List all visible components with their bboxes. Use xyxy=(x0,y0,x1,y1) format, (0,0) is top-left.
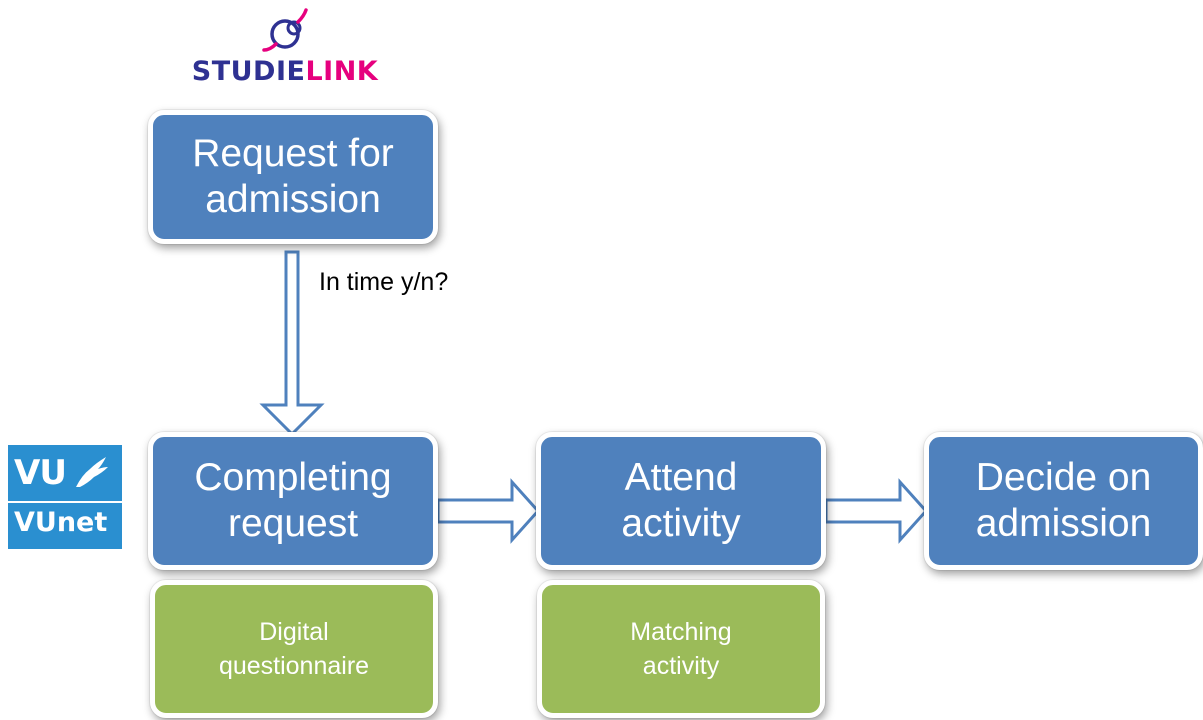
down-arrow xyxy=(259,250,325,437)
request-box-line1: Request for xyxy=(192,132,394,175)
vu-logo-bottom-text: VUnet xyxy=(14,507,108,538)
decide-box-line1: Decide on xyxy=(975,456,1152,499)
completing-box-line2: request xyxy=(227,502,359,545)
decide-box-line2: admission xyxy=(975,502,1152,545)
vu-logo-divider xyxy=(8,501,122,503)
studielink-logo: STUDIELINK xyxy=(190,6,380,92)
matching-activity-box: Matching activity xyxy=(537,580,825,718)
matching-box-line2: activity xyxy=(642,652,720,680)
studielink-wordmark-part1: STUDIE xyxy=(191,56,306,87)
attend-activity-box: Attend activity xyxy=(536,432,826,570)
questionnaire-box-line2: questionnaire xyxy=(218,652,370,680)
request-for-admission-box: Request for admission xyxy=(148,110,438,244)
completing-box-line1: Completing xyxy=(194,456,392,499)
studielink-wordmark-part2: LINK xyxy=(305,56,379,87)
studielink-swirl-icon xyxy=(262,8,308,52)
decide-on-admission-box: Decide on admission xyxy=(924,432,1203,570)
vu-logo-top-text: VU xyxy=(14,453,67,493)
griffin-icon xyxy=(76,457,108,487)
vu-logo: VU VUnet xyxy=(8,445,122,549)
digital-questionnaire-box: Digital questionnaire xyxy=(150,580,438,718)
right-arrow-2 xyxy=(824,478,929,544)
questionnaire-box-line1: Digital xyxy=(259,618,329,646)
attend-box-line2: activity xyxy=(621,502,741,545)
studielink-wordmark: STUDIELINK xyxy=(190,56,380,87)
attend-box-line1: Attend xyxy=(624,456,738,499)
right-arrow-1 xyxy=(436,478,541,544)
matching-box-line1: Matching xyxy=(630,618,732,646)
completing-request-box: Completing request xyxy=(148,432,438,570)
in-time-label: In time y/n? xyxy=(319,268,449,296)
request-box-line2: admission xyxy=(205,178,381,221)
